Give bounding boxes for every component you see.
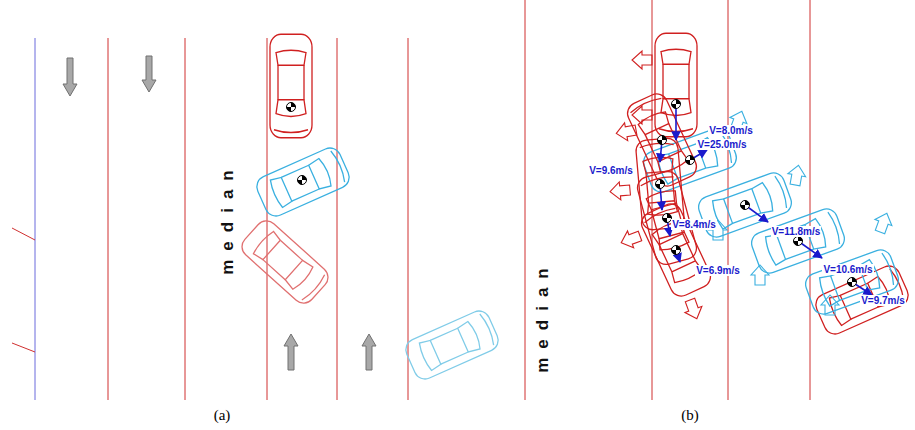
vehicles-b [624,33,912,337]
panel-label: (a) [214,407,231,424]
lane-lines [12,38,408,400]
velocity-label: V=10.6m/s [822,264,873,275]
velocity-label: V=11.8m/s [771,226,822,237]
lane-lines-b [525,0,810,400]
direction-arrows [63,56,376,370]
panel-label: (b) [681,407,699,424]
velocity-label: V=8.0m/s [708,125,754,136]
velocity-label: V=6.9m/s [695,265,741,276]
velocity-label: V=25.0m/s [696,139,747,150]
median-label: median [533,259,553,373]
velocity-label: V=9.7m/s [860,295,906,306]
velocity-label: V=8.4m/s [671,219,717,230]
center-of-gravity [656,100,857,287]
vehicles-a [238,34,502,382]
median-label: median [218,161,238,275]
velocity-label: V=9.6m/s [588,165,634,176]
tire-force-arrows [609,51,895,322]
